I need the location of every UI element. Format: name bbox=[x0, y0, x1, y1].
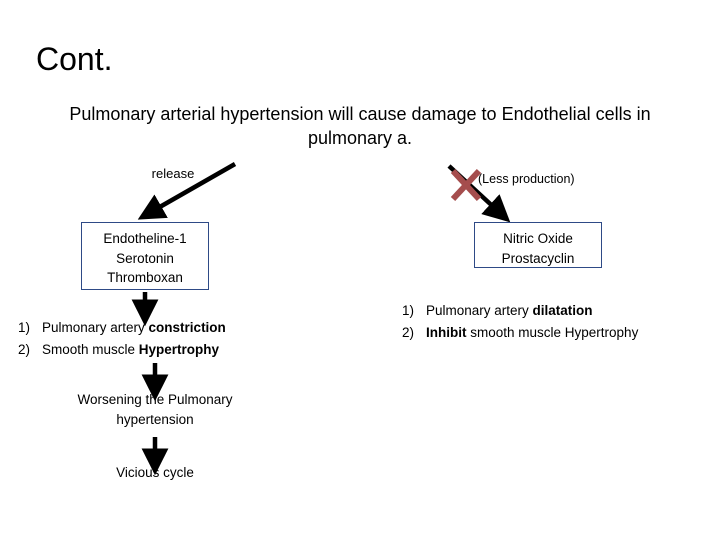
list-text: Pulmonary artery dilatation bbox=[426, 303, 593, 318]
left-effects-list: 1) Pulmonary artery constriction 2) Smoo… bbox=[18, 317, 318, 360]
less-production-label: (Less production) bbox=[478, 172, 575, 186]
vicious-cycle-label: Vicious cycle bbox=[116, 465, 194, 480]
list-item: 2) Smooth muscle Hypertrophy bbox=[18, 339, 318, 361]
list-text: Inhibit smooth muscle Hypertrophy bbox=[426, 324, 639, 340]
cross-mark-icon bbox=[450, 168, 482, 202]
box-nitric-oxide-prostacyclin: Nitric Oxide Prostacyclin bbox=[474, 222, 602, 268]
list-text: Smooth muscle Hypertrophy bbox=[42, 341, 220, 357]
box-line: Serotonin bbox=[116, 250, 174, 266]
box-line: Nitric Oxide bbox=[503, 231, 573, 246]
box-line: Endotheline-1 bbox=[103, 231, 187, 246]
right-effects-list: 1) Pulmonary artery dilatation 2) Inhibi… bbox=[402, 300, 712, 343]
list-text: Pulmonary artery constriction bbox=[42, 320, 226, 335]
list-number: 1) bbox=[402, 303, 415, 318]
list-number: 2) bbox=[402, 324, 415, 340]
release-label: release bbox=[151, 166, 195, 181]
list-item: 1) Pulmonary artery dilatation bbox=[402, 300, 712, 322]
page-title: Cont. bbox=[36, 41, 113, 77]
worsening-label: Worsening the Pulmonary hypertension bbox=[77, 392, 233, 427]
box-endothelin-mediators: Endotheline-1 Serotonin Thromboxan bbox=[81, 222, 209, 290]
list-item: 1) Pulmonary artery constriction bbox=[18, 317, 318, 339]
list-item: 2) Inhibit smooth muscle Hypertrophy bbox=[402, 322, 712, 344]
list-number: 2) bbox=[18, 341, 31, 357]
box-line: Prostacyclin bbox=[501, 250, 575, 266]
list-number: 1) bbox=[18, 320, 31, 335]
box-line: Thromboxan bbox=[107, 270, 183, 286]
slide-subtitle: Pulmonary arterial hypertension will cau… bbox=[69, 104, 651, 149]
